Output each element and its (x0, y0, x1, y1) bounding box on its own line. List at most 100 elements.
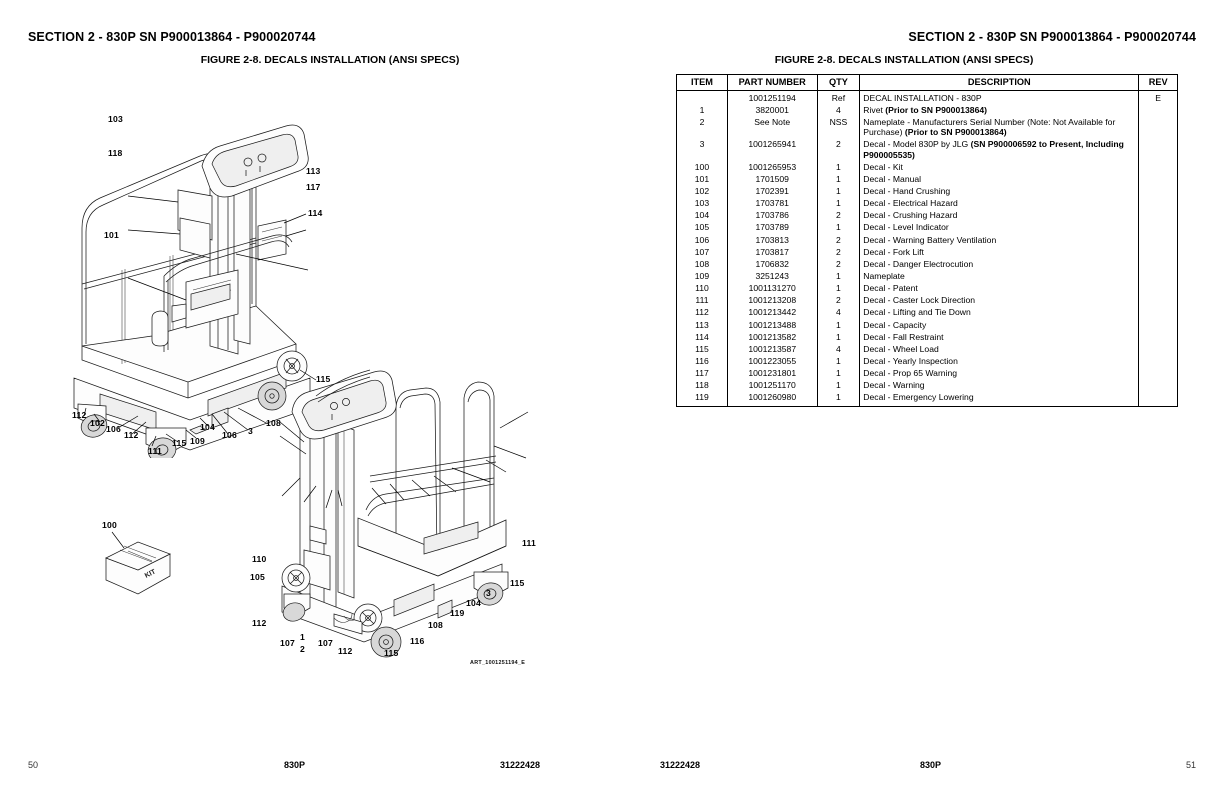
cell-part: 1001213442 (726, 306, 818, 319)
cell-part: 1001213582 (726, 330, 818, 343)
kit-box-label: KIT (144, 568, 158, 580)
cell-rev (1138, 282, 1178, 295)
cell-qty: 4 (816, 306, 861, 319)
cell-qty: 2 (816, 138, 861, 161)
column-header-rev: REV (1138, 74, 1178, 91)
right-figure-title: FIGURE 2-8. DECALS INSTALLATION (ANSI SP… (774, 54, 1034, 66)
description-text: Decal - Patent (863, 283, 918, 294)
cell-description: Decal - Lifting and Tie Down (859, 306, 1140, 319)
description-text: Nameplate (863, 270, 905, 281)
description-text: Decal - Yearly Inspection (863, 355, 958, 366)
cell-qty: 2 (816, 257, 861, 270)
callout-106-a: 106 (222, 430, 237, 440)
right-page-footer: 31222428 830P 51 (612, 760, 1224, 774)
cell-rev (1138, 172, 1178, 185)
cell-part: 1001213208 (726, 294, 818, 307)
cell-part: See Note (726, 116, 818, 139)
cell-rev (1138, 184, 1178, 198)
cell-item: 108 (676, 257, 728, 270)
cell-part: 1001231801 (726, 367, 818, 380)
cell-qty: 1 (816, 160, 861, 173)
callout-117: 117 (306, 182, 321, 192)
cell-item: 118 (676, 379, 728, 392)
cell-rev (1138, 160, 1178, 173)
cell-description: Decal - Fork Lift (859, 245, 1140, 258)
description-text: Decal - Wheel Load (863, 343, 939, 354)
cell-part: 1701509 (726, 172, 818, 185)
description-text: Decal - Caster Lock Direction (863, 295, 976, 306)
column-header-item: ITEM (676, 74, 728, 91)
cell-part: 1001251170 (726, 379, 818, 392)
table-header-row: ITEM PART NUMBER QTY DESCRIPTION REV (676, 74, 1178, 91)
cell-item: 2 (676, 116, 728, 139)
cell-rev (1138, 379, 1178, 392)
cell-item: 1 (676, 104, 728, 117)
cell-rev (1138, 221, 1178, 234)
callout-112-a: 112 (124, 430, 139, 440)
cell-rev (1138, 330, 1178, 343)
description-text: Nameplate - Manufacturers Serial Number … (863, 117, 1116, 138)
cell-part: 1001265941 (726, 138, 818, 161)
cell-rev (1138, 245, 1178, 258)
cell-part: 1001131270 (726, 282, 818, 295)
cell-item: 101 (676, 172, 728, 185)
callout-100: 100 (102, 520, 117, 530)
cell-qty: 1 (816, 282, 861, 295)
cell-description: Decal - Manual (859, 172, 1140, 185)
parts-list-table: ITEM PART NUMBER QTY DESCRIPTION REV 100… (676, 74, 1178, 407)
cell-part: 3251243 (726, 269, 818, 283)
cell-description: Nameplate (859, 269, 1140, 283)
description-text: DECAL INSTALLATION - 830P (863, 92, 982, 103)
cell-qty: Ref (816, 90, 861, 104)
art-reference-code: ART_1001251194_E (470, 660, 526, 666)
callout-115-c: 115 (384, 648, 399, 658)
callout-112-d: 112 (338, 646, 353, 656)
cell-rev (1138, 209, 1178, 222)
description-text: Decal - Kit (863, 161, 903, 172)
cell-description: Decal - Level Indicator (859, 221, 1140, 234)
cell-qty: 1 (816, 269, 861, 283)
cell-part: 1702391 (726, 184, 818, 198)
cell-part: 1001213488 (726, 318, 818, 331)
cell-rev (1138, 342, 1178, 355)
cell-part: 1001251194 (726, 90, 818, 104)
cell-rev (1138, 318, 1178, 331)
cell-description: Decal - Patent (859, 282, 1140, 295)
cell-rev (1138, 294, 1178, 307)
cell-part: 1001260980 (726, 391, 818, 407)
cell-qty: 1 (816, 172, 861, 185)
cell-item: 104 (676, 209, 728, 222)
cell-qty: 1 (816, 221, 861, 234)
cell-part: 1001213587 (726, 342, 818, 355)
cell-part: 1703781 (726, 197, 818, 210)
callout-102: 102 (90, 418, 105, 428)
cell-rev: E (1138, 90, 1178, 104)
cell-rev (1138, 257, 1178, 270)
description-text: Decal - Capacity (863, 319, 927, 330)
cell-item: 105 (676, 221, 728, 234)
cell-rev (1138, 116, 1178, 139)
cell-qty: 1 (816, 197, 861, 210)
right-section-title: SECTION 2 - 830P SN P900013864 - P900020… (908, 30, 1196, 44)
cell-qty: 1 (816, 318, 861, 331)
cell-description: Decal - Warning (859, 379, 1140, 392)
cell-part: 1703789 (726, 221, 818, 234)
callout-3: 3 (248, 426, 253, 436)
description-text: Decal - Electrical Hazard (863, 198, 958, 209)
callout-106-b: 106 (106, 424, 121, 434)
callout-107-a: 107 (280, 638, 295, 648)
callout-109: 109 (190, 436, 205, 446)
cell-description: Decal - Danger Electrocution (859, 257, 1140, 270)
